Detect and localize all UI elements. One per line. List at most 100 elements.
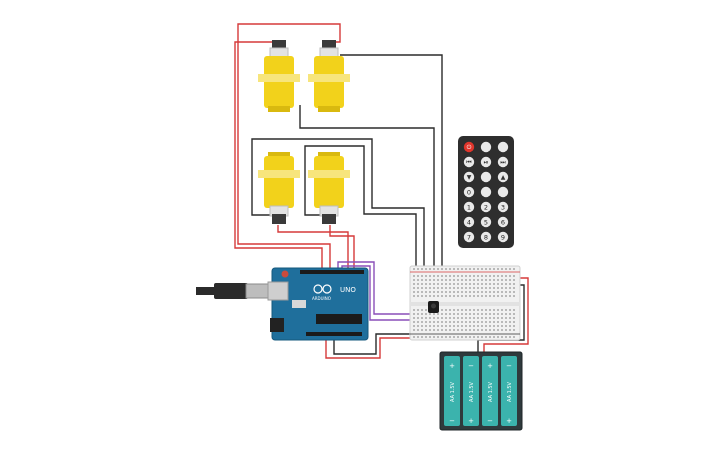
breadboard-hole[interactable]: [433, 325, 435, 327]
breadboard-hole[interactable]: [461, 321, 463, 323]
breadboard-hole[interactable]: [481, 313, 483, 315]
breadboard-hole[interactable]: [417, 317, 419, 319]
breadboard-hole[interactable]: [513, 295, 515, 297]
breadboard-hole[interactable]: [441, 287, 443, 289]
breadboard-hole[interactable]: [469, 287, 471, 289]
breadboard-hole[interactable]: [493, 287, 495, 289]
breadboard-hole[interactable]: [425, 309, 427, 311]
breadboard-hole[interactable]: [453, 295, 455, 297]
breadboard-hole[interactable]: [485, 321, 487, 323]
breadboard[interactable]: [409, 265, 521, 341]
remote-function-button[interactable]: [480, 171, 492, 183]
breadboard-hole[interactable]: [425, 329, 427, 331]
breadboard-hole[interactable]: [449, 268, 451, 270]
breadboard-hole[interactable]: [497, 268, 499, 270]
breadboard-hole[interactable]: [501, 268, 503, 270]
breadboard-hole[interactable]: [433, 295, 435, 297]
breadboard-hole[interactable]: [473, 279, 475, 281]
breadboard-hole[interactable]: [433, 268, 435, 270]
breadboard-hole[interactable]: [433, 321, 435, 323]
remote-function-button[interactable]: [463, 156, 475, 168]
breadboard-hole[interactable]: [413, 275, 415, 277]
breadboard-hole[interactable]: [501, 309, 503, 311]
breadboard-hole[interactable]: [513, 325, 515, 327]
breadboard-hole[interactable]: [465, 283, 467, 285]
breadboard-hole[interactable]: [477, 325, 479, 327]
breadboard-hole[interactable]: [513, 275, 515, 277]
breadboard-hole[interactable]: [441, 325, 443, 327]
breadboard-hole[interactable]: [497, 279, 499, 281]
breadboard-hole[interactable]: [433, 283, 435, 285]
breadboard-hole[interactable]: [509, 291, 511, 293]
wire-black-6[interactable]: [477, 284, 525, 355]
breadboard-hole[interactable]: [509, 295, 511, 297]
breadboard-hole[interactable]: [445, 275, 447, 277]
breadboard-hole[interactable]: [509, 309, 511, 311]
breadboard-hole[interactable]: [417, 325, 419, 327]
breadboard-hole[interactable]: [501, 329, 503, 331]
breadboard-hole[interactable]: [445, 313, 447, 315]
breadboard-hole[interactable]: [413, 283, 415, 285]
breadboard-hole[interactable]: [461, 336, 463, 338]
breadboard-hole[interactable]: [505, 309, 507, 311]
breadboard-hole[interactable]: [425, 275, 427, 277]
breadboard-hole[interactable]: [417, 275, 419, 277]
breadboard-hole[interactable]: [509, 321, 511, 323]
breadboard-hole[interactable]: [441, 313, 443, 315]
breadboard-hole[interactable]: [449, 325, 451, 327]
breadboard-hole[interactable]: [505, 317, 507, 319]
breadboard-hole[interactable]: [453, 279, 455, 281]
breadboard-hole[interactable]: [489, 317, 491, 319]
breadboard-hole[interactable]: [421, 309, 423, 311]
remote-digit-button[interactable]: [480, 186, 492, 198]
breadboard-hole[interactable]: [465, 309, 467, 311]
breadboard-hole[interactable]: [445, 321, 447, 323]
breadboard-hole[interactable]: [457, 275, 459, 277]
breadboard-hole[interactable]: [469, 317, 471, 319]
breadboard-hole[interactable]: [497, 275, 499, 277]
breadboard-hole[interactable]: [493, 283, 495, 285]
breadboard-hole[interactable]: [421, 336, 423, 338]
breadboard-hole[interactable]: [457, 279, 459, 281]
breadboard-hole[interactable]: [493, 325, 495, 327]
breadboard-hole[interactable]: [489, 287, 491, 289]
breadboard-hole[interactable]: [501, 313, 503, 315]
breadboard-hole[interactable]: [425, 321, 427, 323]
breadboard-hole[interactable]: [461, 279, 463, 281]
battery-cell[interactable]: [444, 356, 460, 426]
breadboard-hole[interactable]: [437, 321, 439, 323]
breadboard-hole[interactable]: [461, 317, 463, 319]
breadboard-hole[interactable]: [489, 336, 491, 338]
breadboard-hole[interactable]: [429, 336, 431, 338]
breadboard-hole[interactable]: [505, 321, 507, 323]
breadboard-hole[interactable]: [465, 336, 467, 338]
wire-black-5[interactable]: [333, 333, 412, 355]
breadboard-hole[interactable]: [509, 283, 511, 285]
breadboard-hole[interactable]: [469, 279, 471, 281]
remote-digit-button[interactable]: [497, 186, 509, 198]
breadboard-hole[interactable]: [505, 336, 507, 338]
breadboard-hole[interactable]: [481, 287, 483, 289]
breadboard-hole[interactable]: [501, 321, 503, 323]
wire-red-1[interactable]: [234, 41, 323, 270]
breadboard-hole[interactable]: [469, 325, 471, 327]
wire-black-3[interactable]: [251, 138, 425, 268]
breadboard-hole[interactable]: [469, 321, 471, 323]
breadboard-hole[interactable]: [493, 309, 495, 311]
breadboard-hole[interactable]: [481, 321, 483, 323]
breadboard-hole[interactable]: [461, 268, 463, 270]
remote-digit-button[interactable]: [463, 201, 475, 213]
usb-cable[interactable]: [196, 283, 271, 299]
breadboard-hole[interactable]: [481, 295, 483, 297]
breadboard-hole[interactable]: [485, 287, 487, 289]
breadboard-hole[interactable]: [481, 279, 483, 281]
breadboard-hole[interactable]: [513, 287, 515, 289]
breadboard-hole[interactable]: [485, 329, 487, 331]
breadboard-hole[interactable]: [425, 336, 427, 338]
breadboard-hole[interactable]: [501, 317, 503, 319]
remote-digit-button[interactable]: [497, 201, 509, 213]
breadboard-hole[interactable]: [449, 329, 451, 331]
breadboard-hole[interactable]: [413, 336, 415, 338]
breadboard-hole[interactable]: [477, 329, 479, 331]
